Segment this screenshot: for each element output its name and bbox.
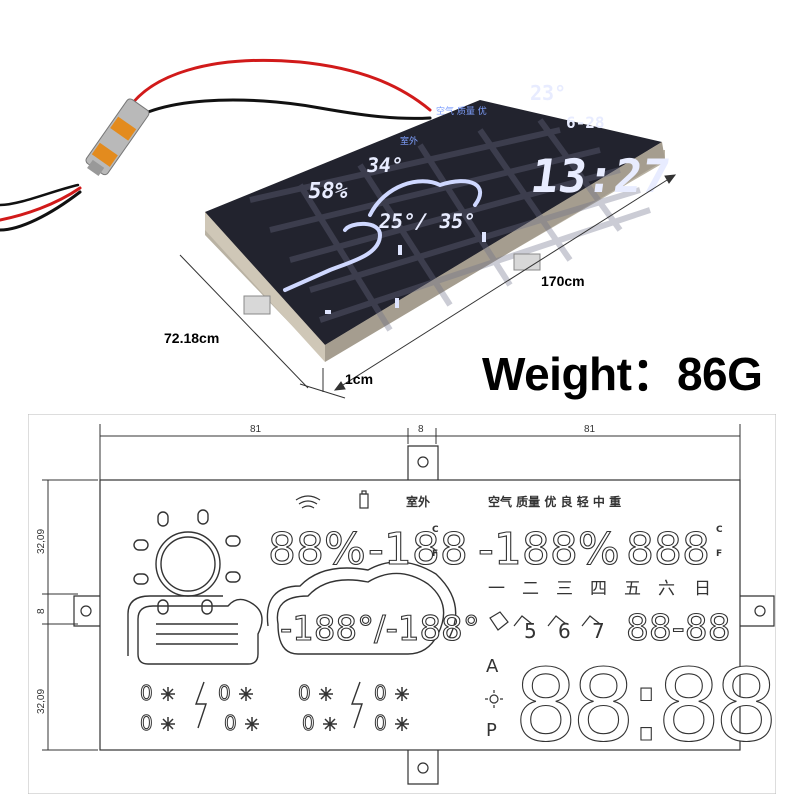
photo-temp-range: 25°/ 35° [377, 209, 477, 233]
label-outdoor: 室外 [406, 494, 430, 509]
dim-32-bottom: 32,09 [36, 689, 47, 714]
moon-phase-6: 6 [558, 619, 571, 643]
svg-text:0: 0 [374, 711, 387, 735]
svg-text:0: 0 [140, 711, 153, 735]
svg-text:0: 0 [374, 681, 387, 705]
dim-length-label: 170cm [541, 273, 585, 289]
photo-time: 13:27 [527, 149, 673, 203]
weekday-tue: 二 [522, 579, 539, 599]
weight-label: Weight：86G [482, 348, 763, 400]
display-panel: 58% 34° 25°/ 35° 23° 6-28 13:27 室外 空气 质量… [205, 81, 673, 362]
unit-c-indoor: C [432, 525, 439, 535]
dim-width-label: 72.18cm [164, 330, 220, 346]
weekday-thu: 四 [590, 579, 607, 599]
svg-text:0: 0 [298, 681, 311, 705]
photo-date: 6-28 [566, 113, 605, 132]
photo-temp-top: 34° [365, 153, 404, 177]
photo-label-air: 空气 质量 优 [436, 105, 487, 117]
weekday-sat: 六 [658, 579, 675, 599]
label-air-quality: 空气 质量 优 良 轻 中 重 [488, 494, 621, 509]
svg-text:0: 0 [218, 681, 231, 705]
weekday-fri: 五 [624, 579, 641, 599]
seg-outdoor-humidity: -188% [478, 524, 620, 575]
technical-drawing: 81 8 81 32,09 8 32,09 88% -188 [28, 414, 776, 794]
cloud-icon [127, 595, 263, 665]
cloud-outline [283, 221, 383, 292]
moon-phase-5: 5 [524, 619, 537, 643]
photo-outdoor-temp: 23° [530, 81, 566, 105]
lightning-icons [195, 681, 363, 729]
seg-indoor-humidity: 88% [268, 524, 366, 575]
seg-temp-range: -188°/-188° [280, 609, 480, 649]
dim-8-side: 8 [36, 608, 47, 614]
seg-date: 88-88 [626, 608, 731, 649]
label-am: A [486, 656, 499, 677]
battery-icon [359, 490, 369, 509]
seg-outdoor-temp: 888 [626, 524, 710, 575]
cloud-outline-2 [368, 179, 483, 217]
sun-small-icon [485, 690, 503, 708]
svg-text:0: 0 [224, 711, 237, 735]
unit-c-outdoor: C [716, 525, 723, 535]
svg-text:0: 0 [140, 681, 153, 705]
seg-indoor-temp: -188 [368, 524, 468, 575]
wire-connector [85, 98, 150, 177]
photo-label-outdoor: 室外 [400, 135, 418, 147]
unit-f-indoor: F [432, 549, 438, 559]
dim-thickness-label: 1cm [345, 371, 374, 387]
seg-time: 88:88 [514, 647, 772, 764]
svg-text:0: 0 [302, 711, 315, 735]
cloud-outline-icon [266, 561, 457, 655]
photo-humidity: 58% [306, 178, 350, 204]
wind-indicators: 0 0 0 0 0 0 0 0 [140, 681, 388, 736]
dim-8-top: 8 [418, 424, 424, 435]
dim-81-right: 81 [584, 424, 596, 435]
unit-f-outdoor: F [716, 549, 722, 559]
weekday-sun: 日 [694, 579, 711, 599]
photo-dimension-lines [179, 174, 677, 399]
dim-81-left: 81 [250, 424, 262, 435]
dim-32-top: 32,09 [36, 529, 47, 554]
panel-outline [73, 445, 775, 785]
wifi-icon [295, 495, 321, 509]
weekday-wed: 三 [556, 579, 573, 599]
moon-icons [489, 611, 601, 631]
weekday-mon: 一 [488, 579, 505, 599]
power-wires [0, 58, 432, 232]
moon-phase-7: 7 [592, 619, 605, 643]
snowflake-icons [161, 687, 409, 731]
label-pm: P [486, 720, 497, 741]
product-photo: 58% 34° 25°/ 35° 23° 6-28 13:27 室外 空气 质量… [0, 58, 677, 399]
